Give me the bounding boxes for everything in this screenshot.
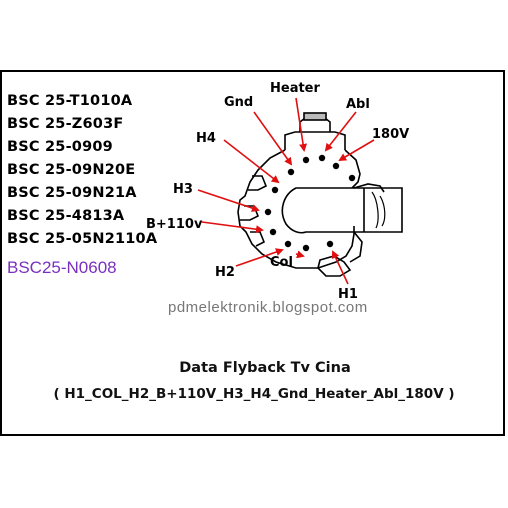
pin-label-h1: H1 [338, 287, 358, 302]
model-number: BSC 25-05N2110A [7, 231, 158, 247]
model-number: BSC 25-T1010A [7, 93, 133, 109]
pin-arrows [197, 97, 375, 285]
caption-title: Data Flyback Tv Cina [179, 360, 351, 376]
model-number: BSC 25-09N21A [7, 185, 137, 201]
h2-arrow [235, 248, 284, 267]
h4-arrow [223, 139, 280, 184]
pin-label-gnd: Gnd [224, 95, 253, 110]
model-number: BSC 25-Z603F [7, 116, 124, 132]
pin-label-180v: 180V [372, 127, 409, 142]
model-number: BSC 25-09N20E [7, 162, 136, 178]
col-arrow [295, 250, 305, 259]
diagram-frame [0, 70, 505, 436]
website-watermark: pdmelektronik.blogspot.com [168, 299, 368, 316]
model-number: BSC 25-4813A [7, 208, 125, 224]
flyback-pins [264, 154, 356, 252]
flyback-body [237, 112, 403, 277]
h1-arrow [331, 250, 349, 285]
pin-label-h4: H4 [196, 131, 216, 146]
bplus-arrow [201, 221, 264, 234]
model-number: BSC 25-0909 [7, 139, 113, 155]
pin-label-h2: H2 [215, 265, 235, 280]
caption-pin-order: ( H1_COL_H2_B+110V_H3_H4_Gnd_Heater_Abl_… [53, 386, 455, 402]
h3-arrow [197, 189, 260, 212]
pin-label-col: Col [270, 255, 293, 270]
pin-label-heater: Heater [270, 81, 321, 96]
180v-arrow [338, 139, 375, 162]
pin-label-abl: Abl [346, 97, 370, 112]
gnd-arrow [253, 111, 293, 166]
pin-label-h3: H3 [173, 182, 193, 197]
heater-arrow [295, 97, 308, 152]
model-number-highlight: BSC25-N0608 [7, 258, 117, 277]
pin-label-bplus: B+110v [146, 217, 203, 232]
abl-arrow [324, 111, 357, 152]
